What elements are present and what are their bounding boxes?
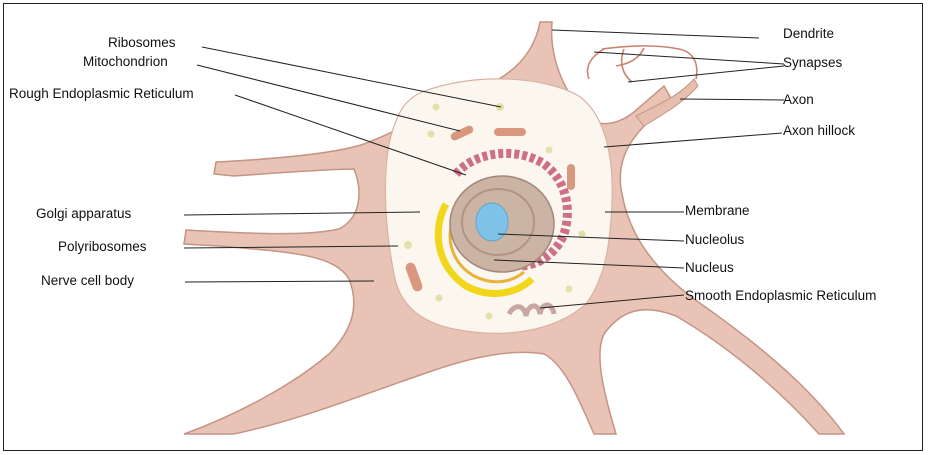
label-nucleolus: Nucleolus [685,233,744,247]
label-golgi-apparatus: Golgi apparatus [36,207,131,221]
ribosome [404,241,412,249]
label-axon-hillock: Axon hillock [783,124,855,138]
ribosome [546,147,553,154]
label-rough-er: Rough Endoplasmic Reticulum [9,87,194,101]
ribosome [428,131,435,138]
ribosome [486,313,493,320]
leader-dendrite [552,30,759,38]
leader-axon [680,99,784,100]
leader-nerve-cell-body [185,281,374,282]
ribosome [436,295,443,302]
ribosome [579,231,586,238]
label-synapses: Synapses [783,56,842,70]
mitochondrion [494,128,526,136]
label-polyribosomes: Polyribosomes [58,240,147,254]
ribosome [566,286,573,293]
label-dendrite: Dendrite [783,27,834,41]
label-smooth-er: Smooth Endoplasmic Reticulum [685,289,876,303]
label-mitochondrion: Mitochondrion [83,55,168,69]
label-nucleus: Nucleus [685,261,734,275]
label-nerve-cell-body: Nerve cell body [41,274,134,288]
label-axon: Axon [783,93,814,107]
neuron-illustration [4,4,923,451]
nucleolus [476,203,508,241]
mitochondrion [567,164,575,190]
diagram-frame: Dendrite Synapses Axon Axon hillock Ribo… [3,3,923,451]
label-ribosomes: Ribosomes [108,36,176,50]
ribosome [433,104,440,111]
label-membrane: Membrane [685,204,750,218]
leader-synapses-2 [628,66,784,82]
